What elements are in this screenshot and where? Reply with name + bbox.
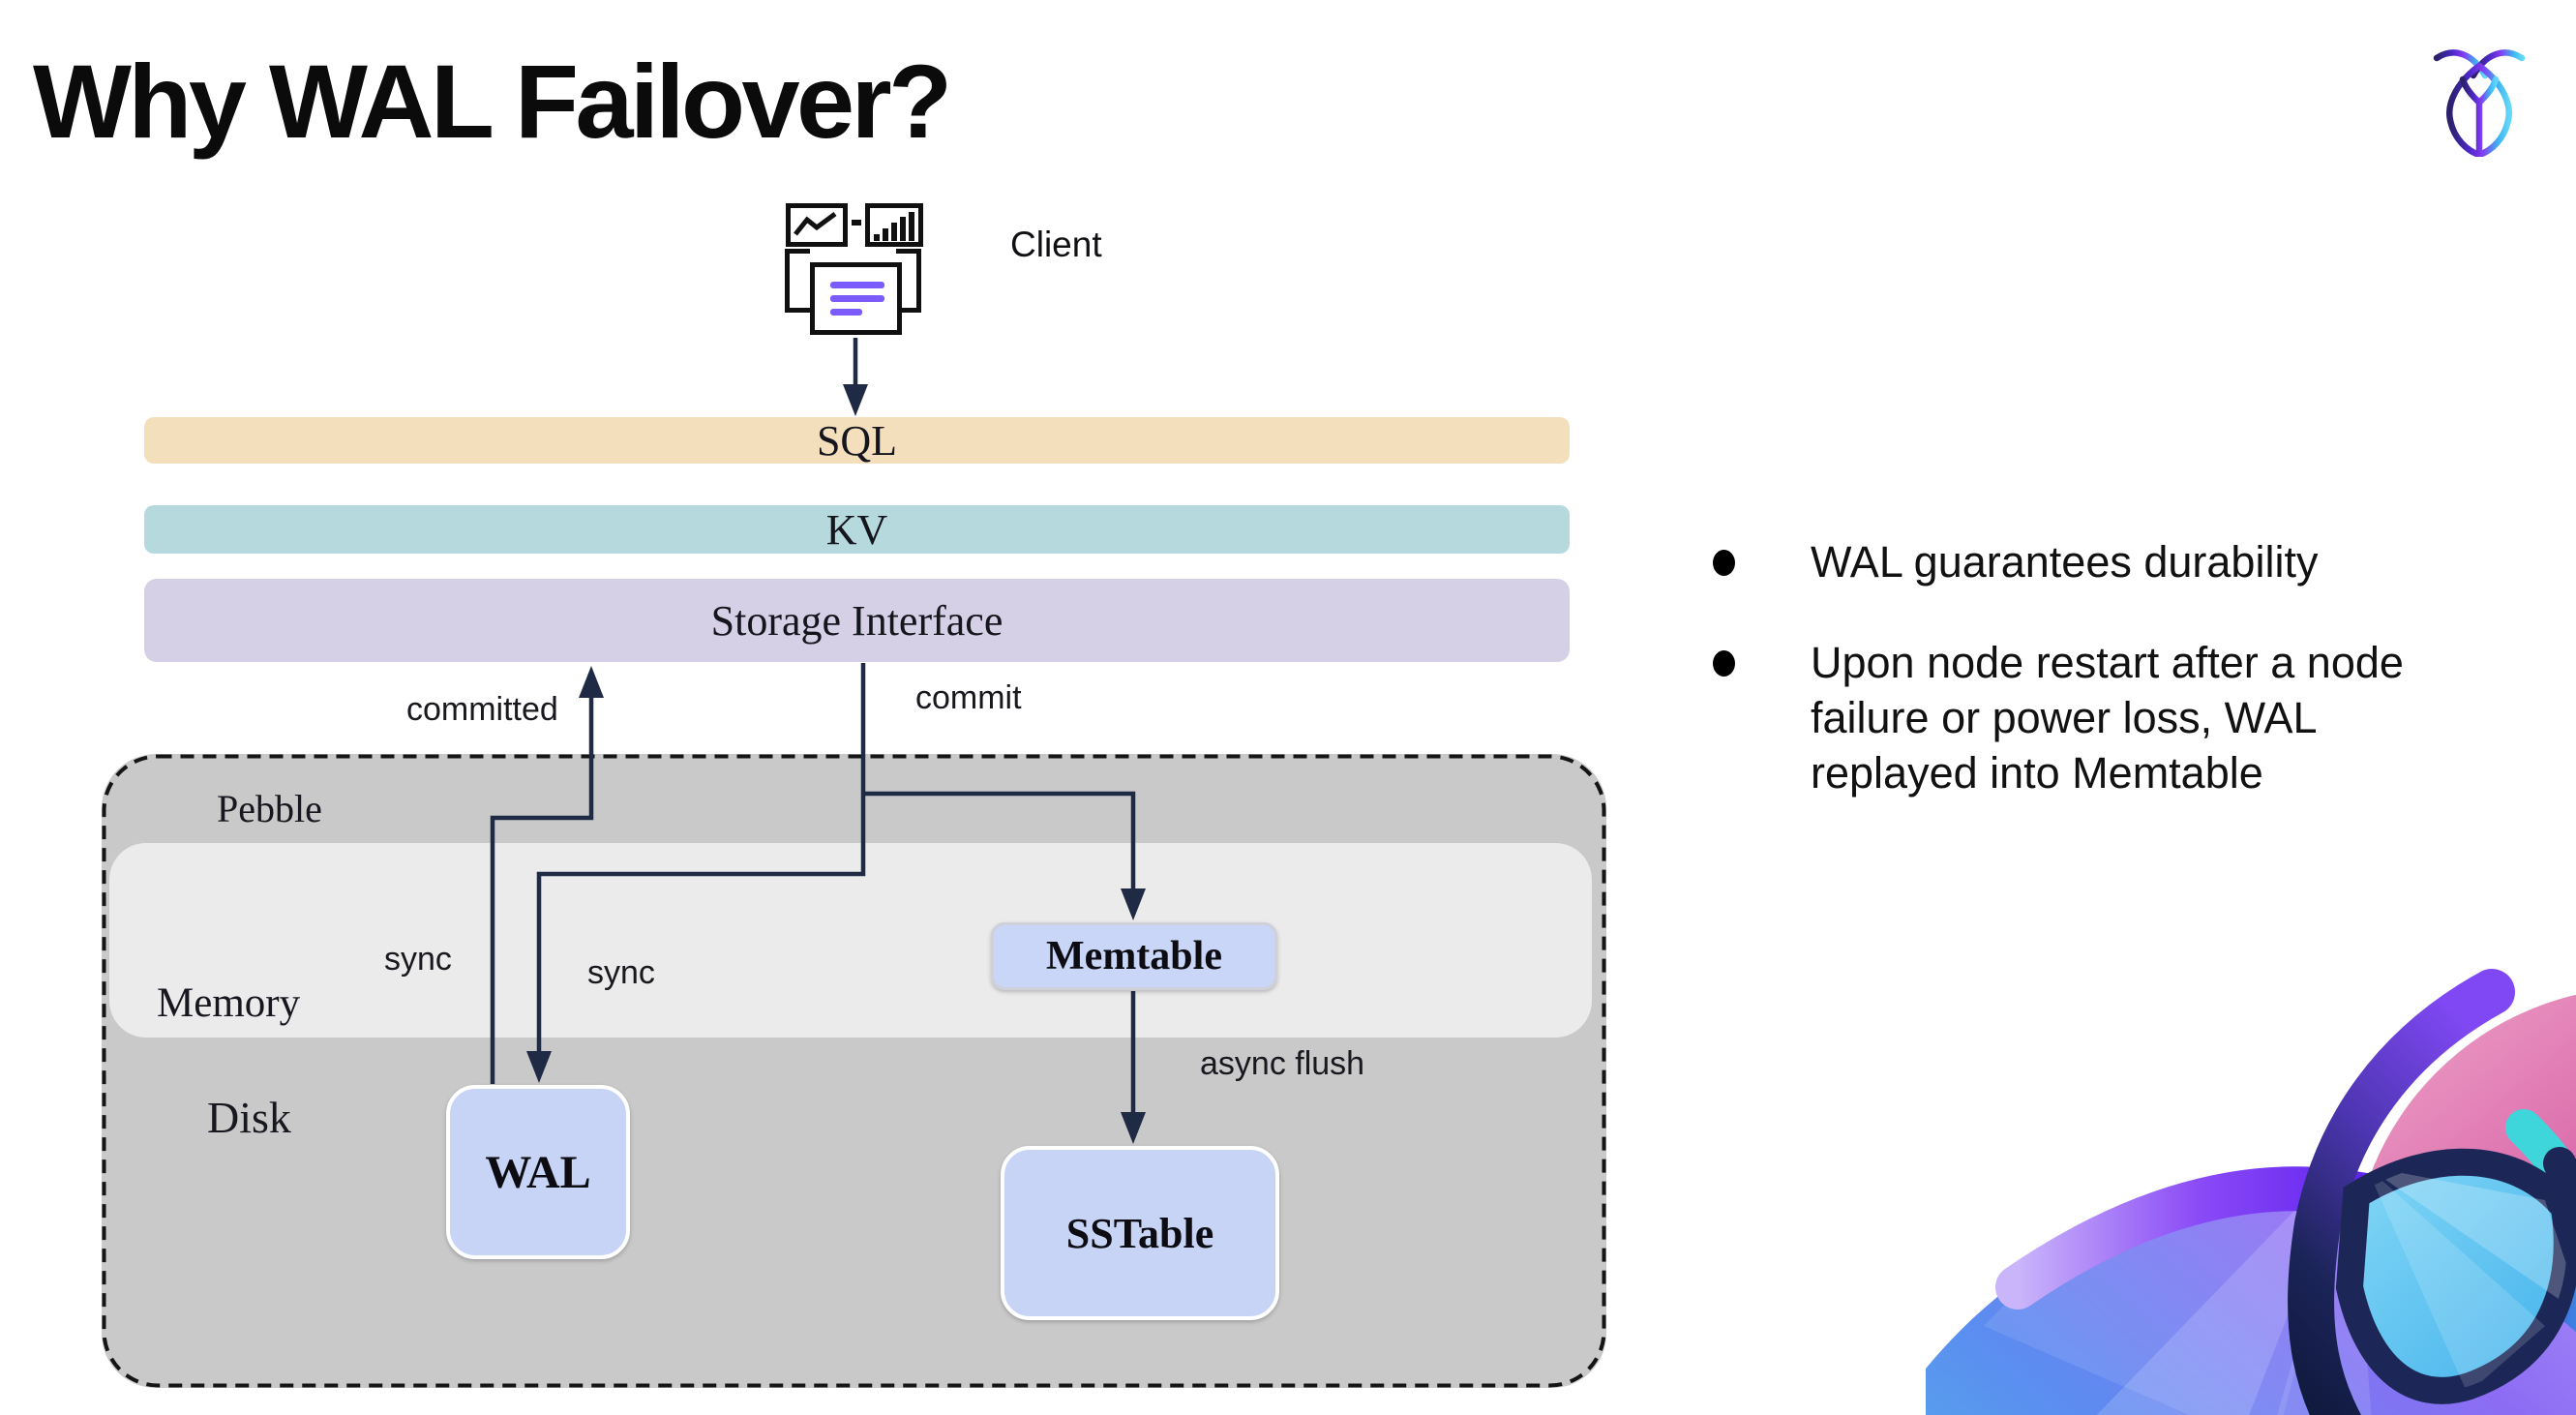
layer-sql: SQL xyxy=(144,416,1570,465)
bracket-left-icon xyxy=(785,249,810,313)
edge-label-sync-left: sync xyxy=(384,941,452,978)
node-sstable: SSTable xyxy=(1001,1146,1279,1320)
node-wal: WAL xyxy=(446,1085,630,1259)
arrowhead-sql xyxy=(843,384,868,416)
pebble-label: Pebble xyxy=(217,787,322,830)
bullet-dot xyxy=(1713,650,1735,677)
node-wal-label: WAL xyxy=(485,1146,591,1198)
page-title: Why WAL Failover? xyxy=(33,43,952,160)
node-sstable-label: SSTable xyxy=(1065,1209,1214,1257)
decor-leaf xyxy=(2335,1148,2576,1404)
client-label: Client xyxy=(1010,225,1102,264)
decor-navy-band xyxy=(2288,969,2515,1415)
cockroachdb-logo-icon xyxy=(2433,49,2526,157)
bullet-item-2: Upon node restart after a node failure o… xyxy=(1713,635,2497,800)
node-memtable-label: Memtable xyxy=(1046,934,1222,978)
edge-label-committed: committed xyxy=(406,691,558,728)
line-chart-icon xyxy=(786,203,848,247)
bullet-list: WAL guarantees durability Upon node rest… xyxy=(1713,534,2497,846)
decor-teal-crescent xyxy=(2505,1109,2576,1241)
memory-label: Memory xyxy=(157,980,301,1026)
layer-kv-label: KV xyxy=(825,505,888,554)
node-memtable: Memtable xyxy=(991,922,1277,990)
bullet-item-1: WAL guarantees durability xyxy=(1713,534,2497,589)
layer-sql-label: SQL xyxy=(816,416,898,465)
decor-navy-arc-right xyxy=(2543,1147,2576,1256)
layer-storage-interface: Storage Interface xyxy=(144,579,1570,662)
pebble-dashed-border xyxy=(102,754,1606,1388)
bullet-text-2: Upon node restart after a node failure o… xyxy=(1811,638,2404,798)
disk-label: Disk xyxy=(207,1093,291,1142)
bullet-dot xyxy=(1713,550,1735,576)
brand-decoration-graphic xyxy=(1926,969,2576,1415)
bar-chart-icon xyxy=(865,203,923,247)
edge-label-sync-right: sync xyxy=(587,954,655,991)
icon-dash xyxy=(852,220,861,226)
arrowhead-committed xyxy=(579,666,604,698)
edge-label-commit: commit xyxy=(915,679,1022,716)
layer-kv: KV xyxy=(144,505,1570,554)
bracket-right-icon xyxy=(896,249,921,313)
layer-storage-label: Storage Interface xyxy=(710,596,1003,645)
edge-label-async-flush: async flush xyxy=(1200,1045,1365,1082)
bullet-text-1: WAL guarantees durability xyxy=(1811,537,2319,587)
document-icon xyxy=(810,262,902,335)
